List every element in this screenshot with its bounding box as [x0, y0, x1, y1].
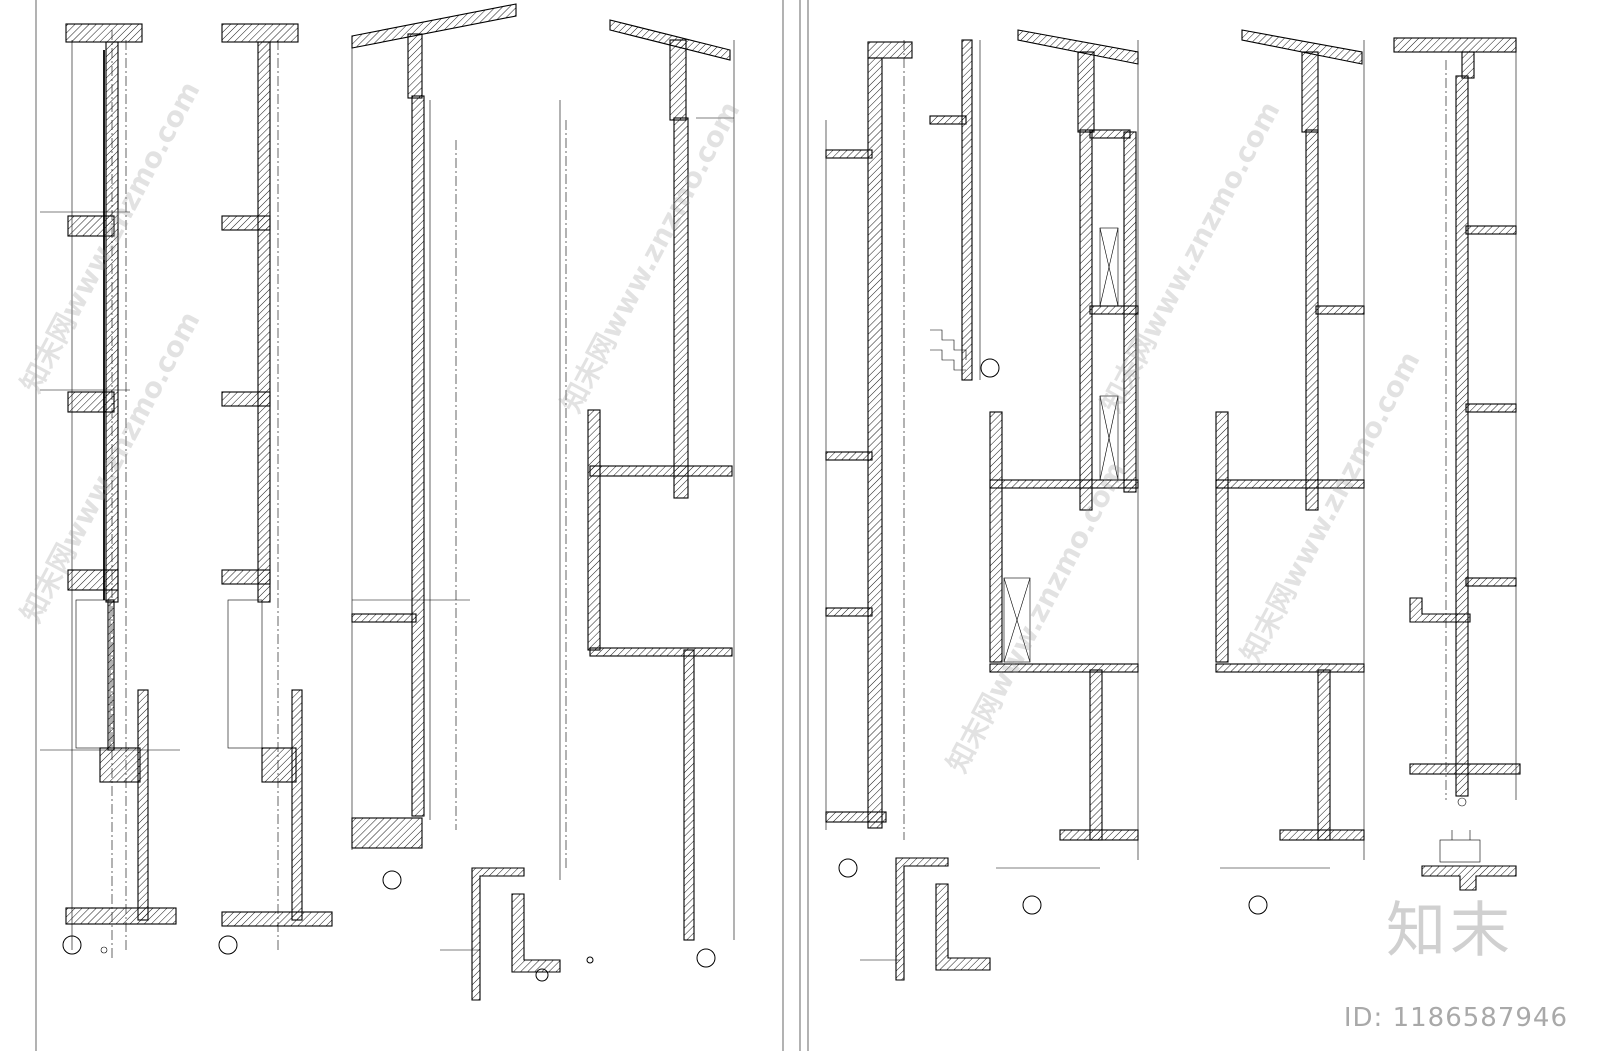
detail-a — [440, 867, 561, 1001]
wall-section-1 — [40, 23, 180, 960]
wall-section-8 — [1215, 29, 1365, 915]
wall-section-7 — [989, 29, 1139, 915]
stair-steps — [930, 329, 967, 371]
wall-section-3 — [351, 3, 517, 890]
lift-frame-upper — [1099, 227, 1119, 481]
wall-section-2 — [218, 23, 333, 955]
detail-b — [860, 857, 991, 981]
wall-section-6 — [929, 39, 1000, 381]
brand-logo: 知末 — [1386, 896, 1514, 966]
lift-frame-lower — [1003, 577, 1031, 663]
wall-section-5 — [825, 40, 913, 878]
image-id-label: ID: 1186587946 — [1343, 1003, 1568, 1033]
wall-section-4 — [559, 19, 735, 968]
detail-c — [1421, 830, 1517, 891]
wall-section-9 — [1393, 37, 1521, 807]
sheet-borders — [35, 0, 809, 1051]
